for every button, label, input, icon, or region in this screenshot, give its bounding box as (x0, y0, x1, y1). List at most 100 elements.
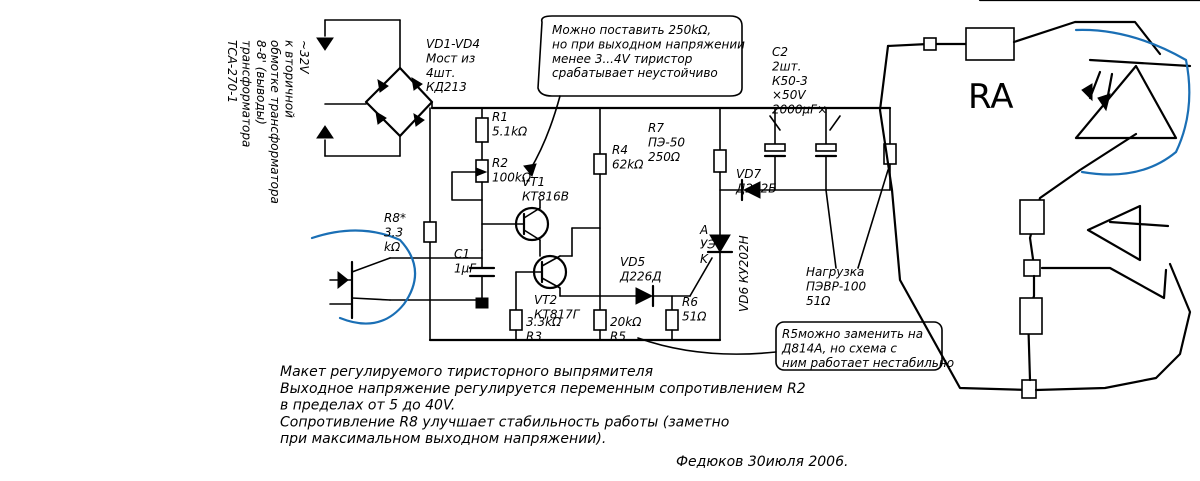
note-r5-line: R5можно заменить на (782, 327, 923, 341)
resistor-r4 (593, 153, 607, 175)
load-label-line: Нагрузка (806, 265, 864, 279)
thyristor-vd6 (689, 234, 734, 341)
vd6-pins-label-line: УЭ (700, 237, 716, 251)
vd6-pins-label-line: K (700, 252, 709, 266)
left-vertical-resistor (423, 221, 437, 243)
caption-line: Макет регулируемого тиристорного выпрями… (280, 364, 653, 380)
right-sketch (878, 0, 1200, 399)
winding-label-line: к вторичной (283, 40, 297, 118)
c2-label-line: 2шт. (772, 59, 801, 73)
vd7-label-line: Д242Б (735, 181, 777, 195)
caption-line: Сопротивление R8 улучшает стабильность р… (280, 414, 729, 430)
winding-label: ~32Vк вторичнойобмотке трансформатора8-8… (225, 40, 311, 204)
r5-label-line: 20kΩ (610, 315, 642, 329)
c2-label-line: C2 (772, 45, 788, 59)
vd6-label-line: VD6 КУ202Н (737, 235, 751, 312)
winding-label-line: 8-8' (выводы) (254, 40, 268, 125)
vt1-label-line: VT1 (522, 175, 545, 189)
bridge-label-line: КД213 (426, 80, 467, 94)
vd5-label-line: VD5 (620, 255, 645, 269)
c1-label-line: 1μF (454, 261, 477, 275)
r1-label-line: 5.1kΩ (492, 124, 528, 138)
r8-optocoupler (329, 257, 483, 320)
transistor-vt1 (481, 199, 550, 257)
ra-label: RA (968, 77, 1014, 117)
note-top-line: менее 3...4V тиристор (552, 52, 693, 66)
ra-label-line: RA (968, 77, 1014, 117)
r7-label-line: 250Ω (648, 150, 681, 164)
vd7-label-line: VD7 (736, 167, 761, 181)
note-top: Можно поставить 250kΩ,но при выходном на… (552, 23, 745, 80)
note-top-line: но при выходном напряжении (552, 37, 745, 51)
note-top-line: срабатывает неустойчиво (552, 66, 718, 80)
diode-bridge (324, 19, 434, 157)
load-label-line: ПЭВР-100 (806, 279, 866, 293)
vd6-pins-label-line: A (699, 223, 708, 237)
winding-label-line: ~32V (297, 40, 311, 74)
caption-line: при максимальном выходном напряжении). (280, 431, 606, 447)
input-wires (316, 19, 401, 157)
vt2-label-line: КТ817Г (534, 307, 581, 321)
c2-label-line: ×50V (772, 88, 806, 102)
r1-label-line: R1 (492, 110, 508, 124)
r3-label-line: 3.3kΩ (526, 315, 562, 329)
vt1-label-line: КТ816В (522, 189, 569, 203)
r4-label-line: 62kΩ (612, 157, 644, 171)
r3-label-line: R3 (526, 329, 542, 343)
r5-label-line: R5 (610, 329, 626, 343)
r8-label-line: kΩ (384, 240, 401, 254)
note-top-bubble (523, 15, 743, 178)
vd5-label-line: Д226Д (619, 269, 662, 283)
resistor-r7 (713, 149, 727, 173)
diode-vd7 (719, 178, 891, 202)
r7-label-line: R7 (648, 121, 664, 135)
vd6-label: VD6 КУ202Н (737, 235, 751, 312)
resistor-r5 (593, 309, 607, 331)
vt2-label-line: VT2 (534, 293, 557, 307)
note-r5-line: ним работает нестабильно (782, 356, 954, 370)
r1-r2-chain (451, 107, 489, 251)
bridge-label-line: VD1-VD4 (426, 37, 480, 51)
r2-label-line: R2 (492, 156, 508, 170)
winding-label-line: обмотке трансформатора (268, 40, 282, 204)
c2-label-line: К50-3 (772, 74, 808, 88)
r6-label-line: 51Ω (682, 309, 707, 323)
bridge-label-line: 4шт. (426, 66, 455, 80)
r8-label-line: 3.3 (384, 225, 403, 239)
signature: Федюков 30июля 2006. (676, 454, 848, 470)
signature-line: Федюков 30июля 2006. (676, 454, 848, 470)
caption-line: Выходное напряжение регулируется перемен… (280, 381, 806, 397)
r8-label-line: R8* (384, 211, 406, 225)
r4-label-line: R4 (612, 143, 628, 157)
caption: Макет регулируемого тиристорного выпрями… (280, 364, 806, 447)
note-r5-line: Д814А, но схема с (781, 341, 897, 355)
note-r5-bubble (637, 321, 943, 371)
c1-label-line: C1 (454, 247, 470, 261)
resistor-r6 (665, 309, 679, 331)
blue-highlight-left (310, 229, 417, 325)
capacitor-c2-pair (763, 107, 841, 191)
blue-highlight-right (1074, 28, 1191, 176)
resistor-r3 (509, 309, 523, 331)
r7-label-line: ПЭ-50 (648, 135, 685, 149)
winding-label-line: трансформатора (239, 40, 253, 147)
winding-label-line: ТСА-270-1 (225, 40, 239, 103)
